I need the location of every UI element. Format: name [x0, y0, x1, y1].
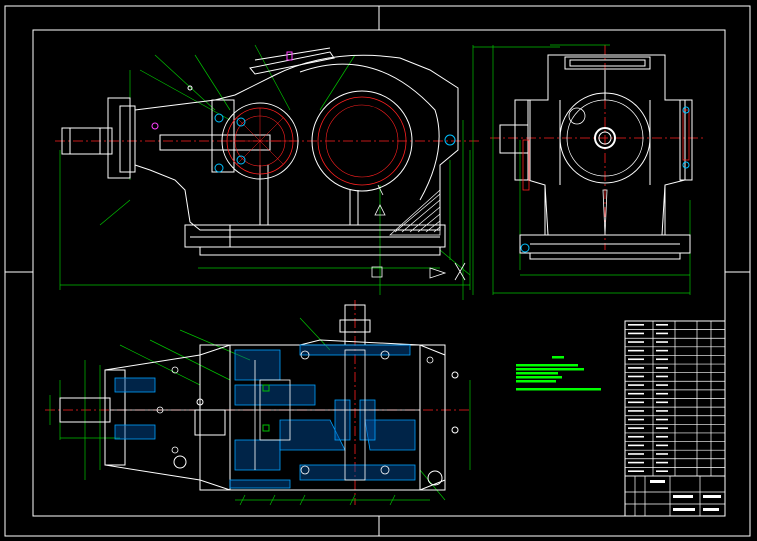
front-rib-hatch	[389, 189, 441, 236]
title-block-cell-text	[656, 444, 668, 447]
title-block	[624, 320, 726, 517]
notes-line-4	[516, 376, 562, 379]
side-dimension-lines	[472, 44, 691, 295]
title-block-cell-text	[656, 375, 668, 378]
title-block-cell-text	[628, 358, 644, 361]
front-housing	[134, 47, 459, 256]
title-block-cell-text	[656, 470, 668, 473]
plan-gear-sections	[114, 344, 416, 489]
notes-line-5	[516, 380, 556, 383]
title-block-cell-text	[656, 367, 668, 369]
notes-line-2	[516, 368, 584, 371]
title-block-name-text	[673, 495, 693, 498]
title-block-cell-text	[656, 427, 668, 429]
plan-shaft-detail	[110, 349, 420, 481]
title-block-cell-text	[628, 410, 644, 412]
title-block-cell-text	[628, 427, 644, 429]
title-block-cell-text	[656, 461, 668, 464]
title-block-name-text	[650, 480, 665, 483]
plan-accent-marks	[262, 384, 270, 432]
front-markers	[371, 184, 466, 281]
outer-sheet-border	[4, 5, 751, 537]
title-block-cell-text	[628, 375, 644, 378]
side-bearing	[520, 70, 690, 253]
title-block-cell-text	[656, 341, 668, 343]
title-block-cell-text	[656, 324, 668, 326]
title-block-cell-text	[628, 384, 644, 386]
front-view	[55, 44, 480, 300]
title-block-cell-text	[656, 392, 668, 395]
side-housing	[499, 54, 693, 260]
title-block-cell-text	[656, 384, 668, 386]
title-block-cell-text	[628, 444, 644, 447]
title-block-name-text	[673, 508, 695, 511]
title-block-cell-text	[656, 332, 668, 335]
title-block-cell-text	[656, 453, 668, 455]
title-block-cell-text	[628, 453, 644, 455]
title-block-cell-text	[628, 324, 644, 326]
title-block-cell-text	[628, 435, 644, 438]
title-block-cell-text	[628, 418, 644, 421]
notes-heading-bar	[552, 356, 564, 359]
notes-line-6	[516, 388, 601, 391]
frame-center-ticks	[5, 6, 750, 536]
notes-line-1	[516, 364, 578, 367]
plan-housing	[59, 304, 459, 491]
title-block-cell-text	[656, 358, 668, 361]
title-block-cell-text	[656, 401, 668, 404]
title-block-cell-text	[628, 461, 644, 464]
title-block-cell-text	[628, 470, 644, 473]
title-block-cell-text	[656, 418, 668, 421]
title-block-cell-text	[628, 349, 644, 352]
title-block-name-text	[703, 495, 721, 498]
side-view	[472, 44, 705, 295]
title-block-cell-text	[628, 367, 644, 369]
title-block-cell-text	[628, 332, 644, 335]
front-gears	[151, 51, 456, 192]
title-block-cell-text	[656, 349, 668, 352]
title-block-name-text	[703, 508, 719, 511]
title-block-cell-text	[628, 392, 644, 395]
plan-bolt-circles	[156, 350, 434, 475]
notes-line-3	[516, 372, 558, 375]
plan-view	[45, 300, 471, 506]
title-block-cell-text	[656, 435, 668, 438]
title-block-cell-text	[628, 401, 644, 404]
input-shaft	[61, 97, 136, 179]
title-block-cell-text	[656, 410, 668, 412]
title-block-cell-text	[628, 341, 644, 343]
technical-notes	[516, 356, 601, 391]
